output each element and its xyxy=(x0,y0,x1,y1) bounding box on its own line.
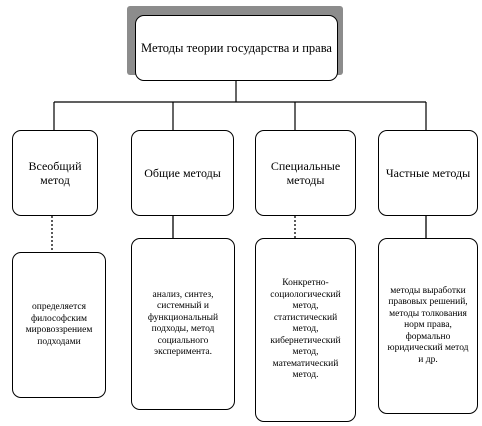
method-box-particular: Частные методы xyxy=(378,130,478,216)
method-box-special: Специальные методы xyxy=(255,130,356,216)
method-description: анализ, синтез, системный и функциональн… xyxy=(147,289,219,358)
description-box-universal: определяется философским мировоззрением … xyxy=(12,252,106,398)
description-box-particular: методы выработки правовых решений, метод… xyxy=(378,238,478,414)
method-box-general: Общие методы xyxy=(131,130,234,216)
description-box-special: Конкретно-социологический метод, статист… xyxy=(255,238,356,422)
method-description: Конкретно-социологический метод, статист… xyxy=(270,278,341,381)
diagram-title: Методы теории государства и права xyxy=(135,15,338,81)
method-box-universal: Всеобщий метод xyxy=(12,130,98,216)
method-label: Специальные методы xyxy=(270,159,341,187)
method-label: Всеобщий метод xyxy=(28,159,82,187)
diagram-title-text: Методы теории государства и права xyxy=(141,40,332,55)
method-description: методы выработки правовых решений, метод… xyxy=(387,285,469,365)
description-box-general: анализ, синтез, системный и функциональн… xyxy=(131,238,235,410)
method-description: определяется философским мировоззрением … xyxy=(25,302,93,347)
method-label: Общие методы xyxy=(144,166,221,180)
method-label: Частные методы xyxy=(385,166,471,180)
